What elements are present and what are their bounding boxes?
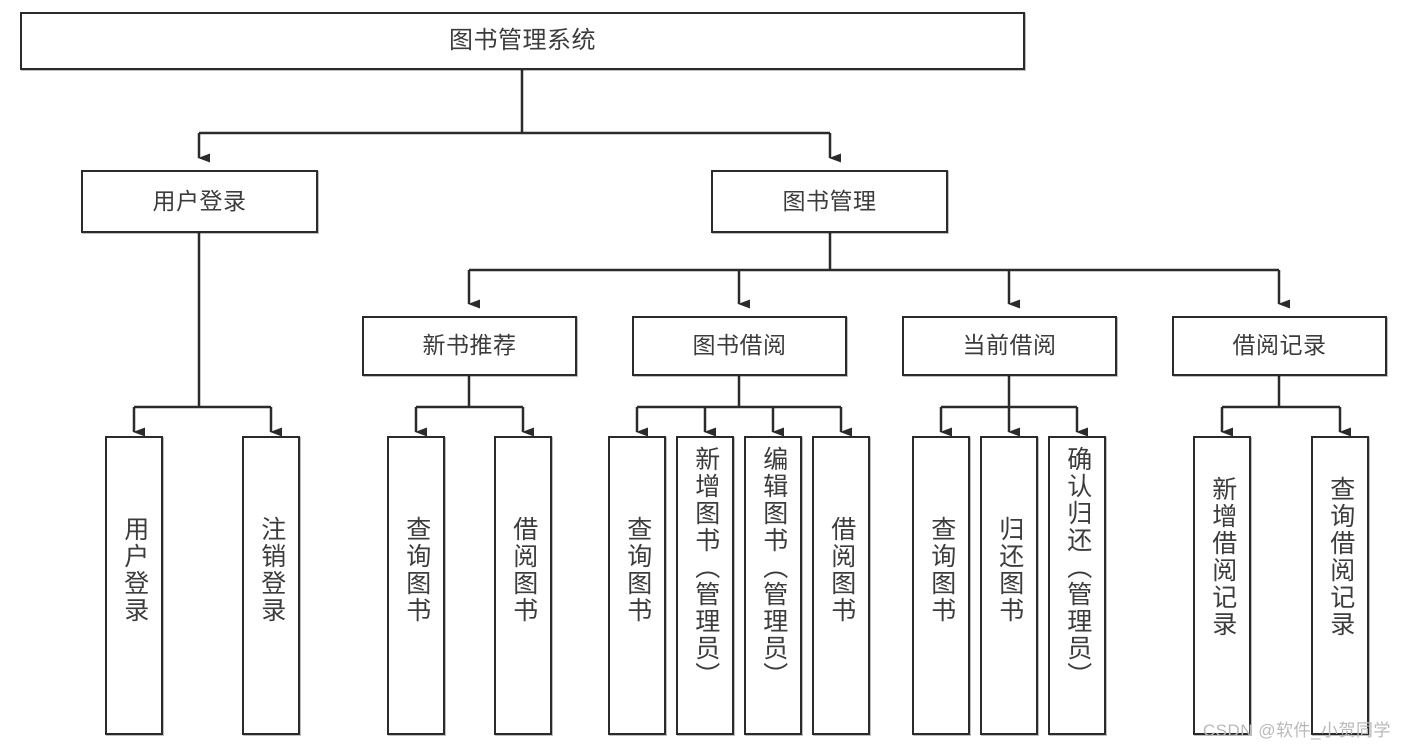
node-borrow-record[interactable]: 借阅记录	[1172, 316, 1387, 376]
leaf-query-book-current[interactable]: 查询图书	[912, 436, 970, 735]
node-label: 用户登录	[152, 187, 247, 214]
edges-borrow-record-to-leaves	[1220, 376, 1351, 437]
node-label: 用户登录	[120, 516, 149, 624]
node-label: 注销登录	[257, 516, 286, 624]
leaf-logout[interactable]: 注销登录	[242, 436, 300, 735]
leaf-query-borrow-record[interactable]: 查询借阅记录	[1311, 436, 1369, 735]
node-book-management[interactable]: 图书管理	[711, 170, 948, 233]
node-label: 借阅记录	[1232, 332, 1327, 359]
leaf-borrow-book[interactable]: 借阅图书	[812, 436, 870, 735]
node-label: 查询图书	[402, 516, 431, 624]
leaf-user-login[interactable]: 用户登录	[105, 436, 163, 735]
node-label: 图书管理系统	[449, 26, 596, 54]
leaf-return-book[interactable]: 归还图书	[980, 436, 1038, 735]
edges-root-to-level2	[197, 70, 841, 163]
node-label: 确认归还（管理员）	[1063, 446, 1092, 689]
node-label: 借阅图书	[827, 516, 856, 624]
node-label: 查询图书	[623, 516, 652, 624]
leaf-edit-book-admin[interactable]: 编辑图书（管理员）	[744, 436, 802, 735]
node-label: 编辑图书（管理员）	[759, 446, 788, 689]
edges-current-borrow-to-leaves	[939, 376, 1088, 437]
node-label: 新增图书（管理员）	[691, 446, 720, 689]
node-label: 查询借阅记录	[1326, 476, 1355, 638]
leaf-add-borrow-record[interactable]: 新增借阅记录	[1193, 436, 1251, 735]
edges-user-login-to-leaves	[132, 233, 282, 437]
node-label: 当前借阅	[962, 332, 1057, 359]
node-current-borrow[interactable]: 当前借阅	[902, 316, 1117, 376]
leaf-add-book-admin[interactable]: 新增图书（管理员）	[676, 436, 734, 735]
csdn-watermark: CSDN @软件_小贺同学	[1202, 721, 1391, 740]
node-user-login[interactable]: 用户登录	[81, 170, 318, 233]
node-label: 借阅图书	[509, 516, 538, 624]
node-label: 图书管理	[782, 187, 877, 214]
node-label: 查询图书	[927, 516, 956, 624]
edges-book-borrow-to-leaves	[635, 376, 852, 437]
edges-new-book-to-leaves	[414, 376, 534, 437]
node-label: 新书推荐	[422, 332, 517, 359]
node-new-book-recommend[interactable]: 新书推荐	[362, 316, 577, 376]
leaf-query-book-borrow[interactable]: 查询图书	[608, 436, 666, 735]
node-label: 新增借阅记录	[1208, 476, 1237, 638]
node-book-borrow[interactable]: 图书借阅	[632, 316, 847, 376]
edges-book-manage-to-level3	[467, 233, 1290, 309]
node-root-book-management-system[interactable]: 图书管理系统	[20, 12, 1025, 70]
leaf-query-book-recommend[interactable]: 查询图书	[387, 436, 445, 735]
leaf-borrow-book-recommend[interactable]: 借阅图书	[494, 436, 552, 735]
node-label: 图书借阅	[692, 332, 787, 359]
node-label: 归还图书	[995, 516, 1024, 624]
leaf-confirm-return-admin[interactable]: 确认归还（管理员）	[1048, 436, 1106, 735]
